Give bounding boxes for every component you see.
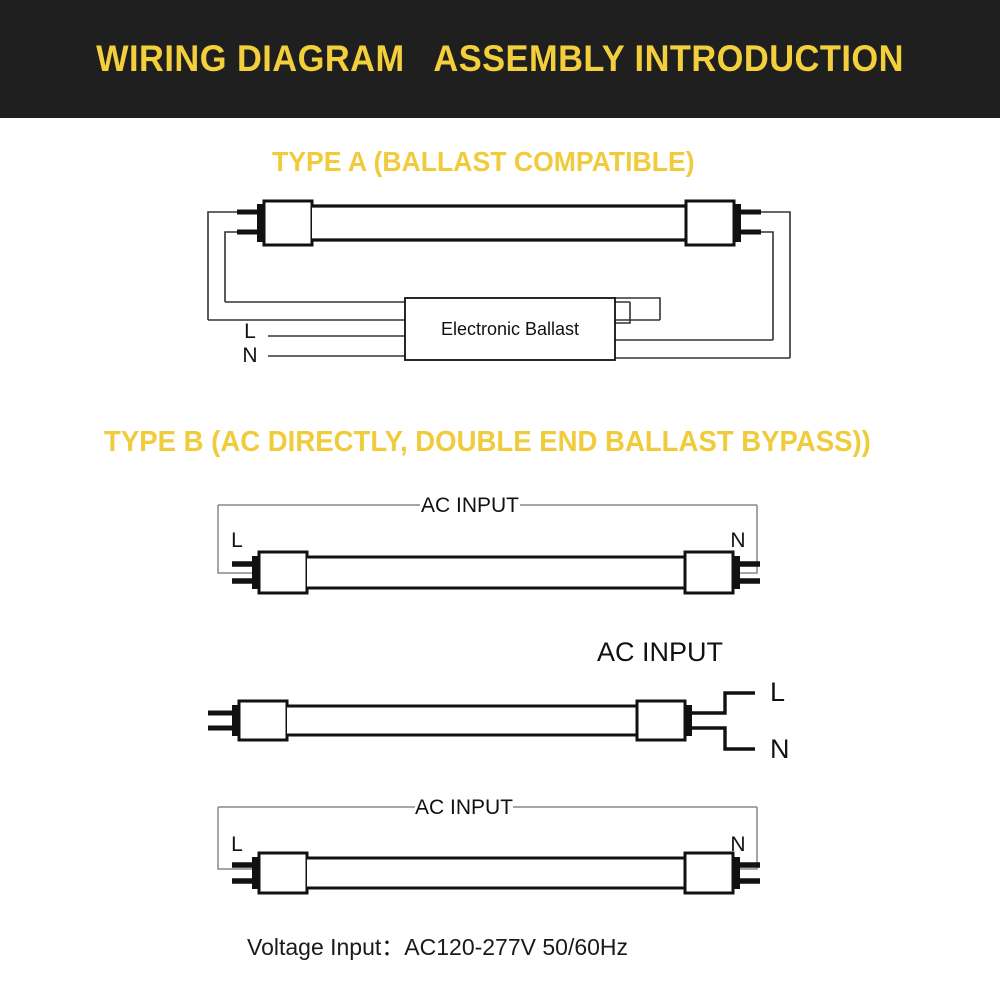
led-tube-type-a <box>237 199 761 247</box>
pin-base-left <box>252 556 259 589</box>
pin-base-right <box>733 857 740 889</box>
ac-input-label-b1: AC INPUT <box>421 494 519 517</box>
ac-input-label-b3: AC INPUT <box>415 796 513 819</box>
pin-base-left <box>257 204 264 242</box>
label-line-L-b2: L <box>770 677 785 707</box>
tube-body-fill <box>307 557 685 588</box>
diagram-type-a: Electronic Ballast L N <box>190 190 810 375</box>
pin-base-right <box>733 556 740 589</box>
end-cap-left <box>257 550 309 595</box>
pin-base-right <box>685 705 692 736</box>
wire-ballast-rt-1 <box>615 302 631 324</box>
end-cap-right <box>635 699 687 742</box>
pin-base-left <box>232 705 239 736</box>
electronic-ballast-box <box>404 297 616 361</box>
led-tube-type-b2 <box>208 699 692 742</box>
tube-body-fill <box>312 206 686 240</box>
end-cap-right <box>683 550 735 595</box>
end-cap-right <box>683 851 735 895</box>
wire-ac-down-left <box>217 505 252 574</box>
wire-right-outer <box>761 211 791 358</box>
diagram-type-b3: AC INPUT L N <box>190 785 810 910</box>
wire-left-inner <box>224 231 237 302</box>
label-neutral-N-b2: N <box>770 734 790 764</box>
wire-branch-N-b2 <box>690 726 755 751</box>
wire-branch-L-b2 <box>690 691 755 715</box>
pin-base-right <box>734 204 741 242</box>
label-line-L: L <box>244 320 256 343</box>
wire-ballast-rt-2 <box>615 297 661 320</box>
label-neutral-N-b3: N <box>730 833 745 856</box>
header-band <box>0 0 1000 118</box>
led-tube-type-b1 <box>232 550 760 595</box>
end-cap-right <box>684 199 736 247</box>
page-title: WIRING DIAGRAM ASSEMBLY INTRODUCTION <box>96 38 904 79</box>
diagram-type-b1: AC INPUT L N <box>190 485 810 600</box>
electronic-ballast-label: Electronic Ballast <box>441 319 579 339</box>
end-cap-left <box>262 199 314 247</box>
label-neutral-N: N <box>242 344 257 367</box>
tube-body-fill <box>287 706 637 735</box>
led-tube-type-b3 <box>232 851 760 895</box>
voltage-input-note: Voltage Input：AC120-277V 50/60Hz <box>247 934 629 960</box>
end-cap-left <box>237 699 289 742</box>
section-title-type-a: TYPE A (BALLAST COMPATIBLE) <box>272 146 695 177</box>
wire-right-inner <box>761 231 774 340</box>
label-line-L-b3: L <box>231 833 243 856</box>
end-cap-left <box>257 851 309 895</box>
wire-ac-down-left <box>217 807 252 870</box>
tube-body-fill <box>307 858 685 888</box>
wire-left-outer <box>207 211 237 320</box>
label-line-L-b1: L <box>231 529 243 552</box>
section-title-type-b: TYPE B (AC DIRECTLY, DOUBLE END BALLAST … <box>104 426 871 458</box>
label-neutral-N-b1: N <box>730 529 745 552</box>
pin-base-left <box>252 857 259 889</box>
diagram-type-b2: AC INPUT L N <box>190 625 810 765</box>
ac-input-label-b2: AC INPUT <box>597 637 723 667</box>
